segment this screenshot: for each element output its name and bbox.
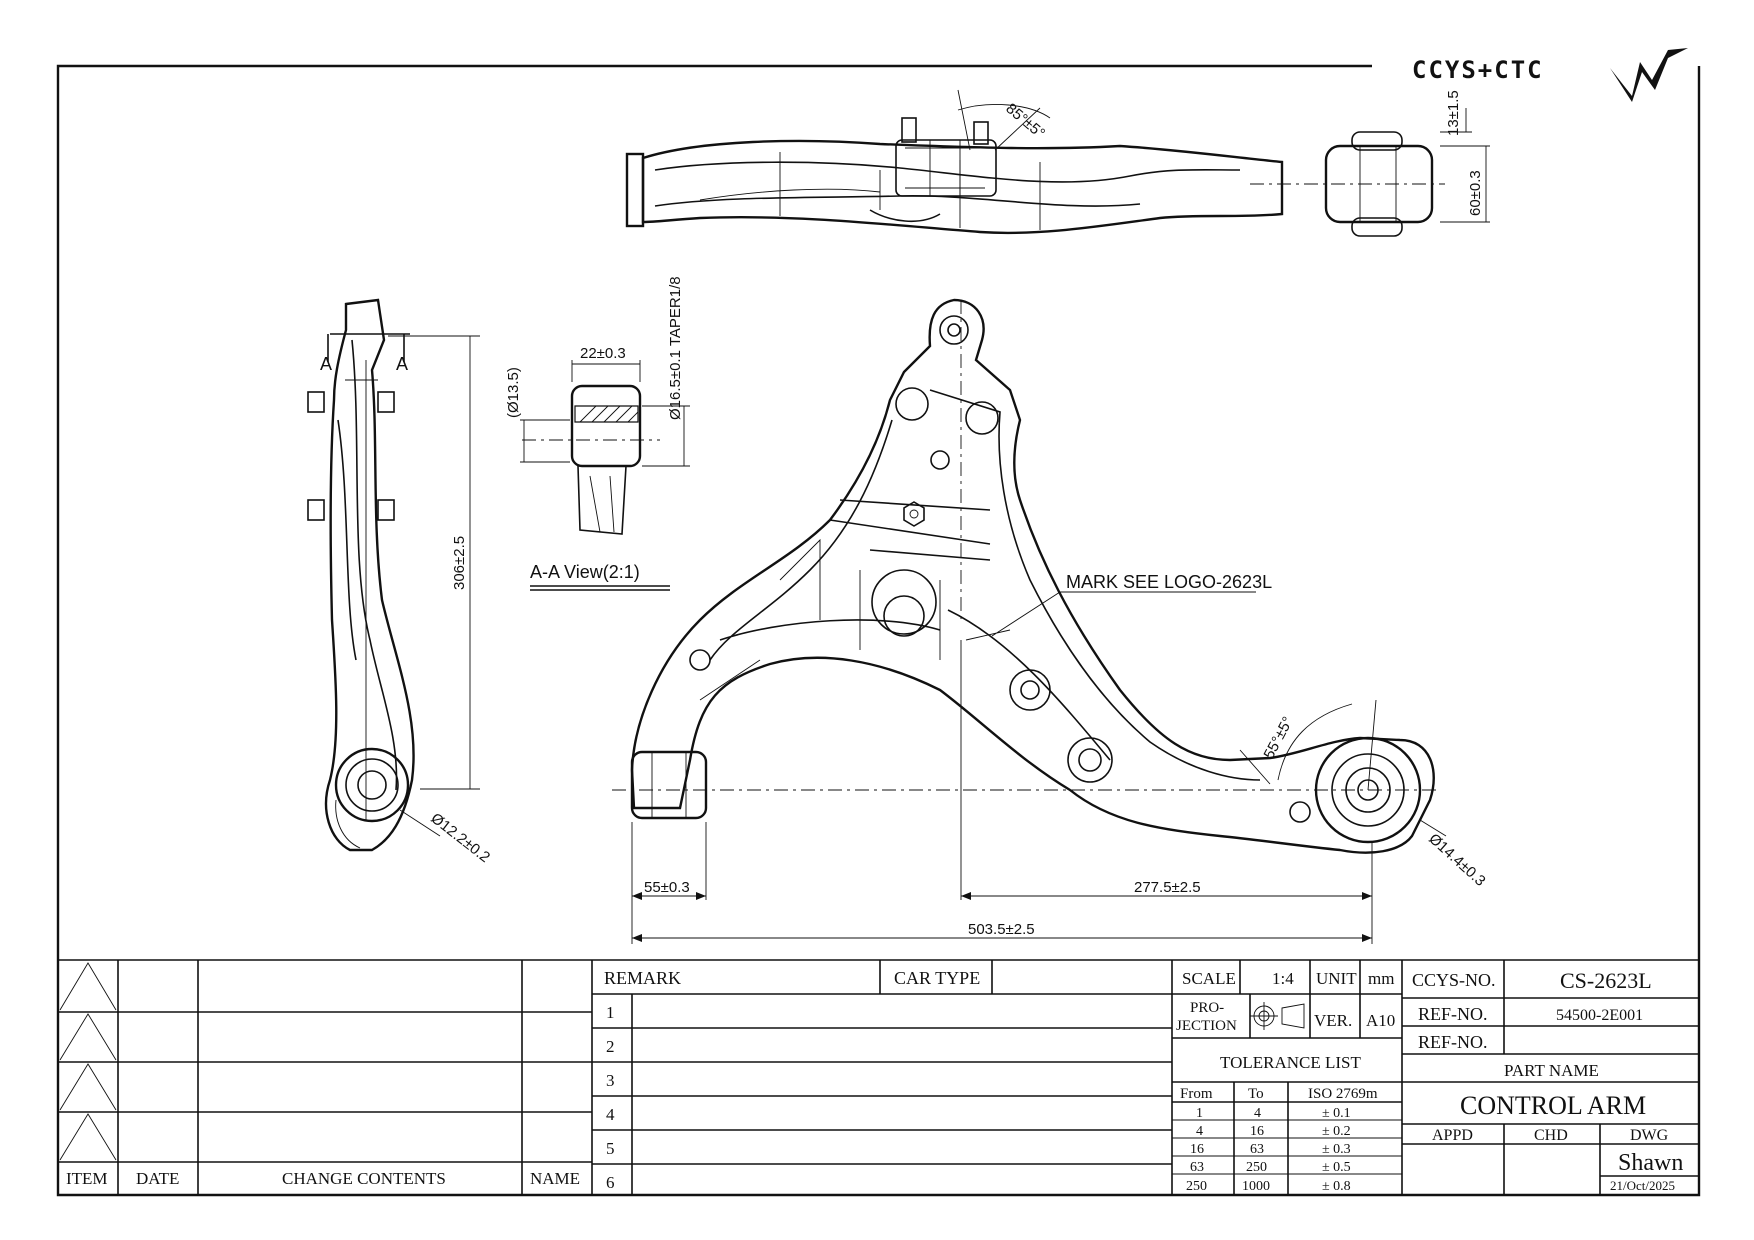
top-view: 85°±5° 13±1.5 60±0.3 [625,89,1490,237]
dim-total: 503.5±2.5 [968,921,1035,938]
projection-label-1: PRO- [1190,1000,1224,1016]
dwg-label: DWG [1630,1127,1669,1144]
remark-row-4: 4 [606,1105,615,1124]
mark-note: MARK SEE LOGO-2623L [1066,572,1272,592]
dim-left: 55±0.3 [644,879,690,896]
dim-section-taper: Ø16.5±0.1 TAPER1/8 [667,276,684,420]
section-view: 22±0.3 (Ø13.5) Ø16.5±0.1 TAPER1/8 A-A Vi… [505,276,690,591]
ref2-label: REF-NO. [1418,1032,1488,1052]
ref1-value: 54500-2E001 [1556,1007,1643,1024]
spec-block: SCALE 1:4 UNIT mm PRO- JECTION VER. A10 … [1172,960,1403,1195]
brand-logo-emblem [1610,48,1688,102]
dim-side-length: 306±2.5 [451,536,468,590]
dim-section-width: 22±0.3 [580,345,626,362]
remark-row-2: 2 [606,1037,615,1056]
tol-row-3-from: 16 [1190,1142,1204,1157]
ref1-label: REF-NO. [1418,1004,1488,1024]
drawing-date: 21/Oct/2025 [1610,1178,1675,1193]
rev-header-date: DATE [136,1169,179,1188]
dim-side-bore: Ø12.2±0.2 [428,810,494,866]
projection-label-2: JECTION [1176,1018,1237,1034]
drawer-name: Shawn [1618,1150,1683,1176]
remark-row-3: 3 [606,1071,615,1090]
tol-header-from: From [1180,1086,1213,1102]
dim-top-height-small: 13±1.5 [1445,90,1462,136]
remark-label: REMARK [604,968,681,988]
ccys-label: CCYS-NO. [1412,970,1496,990]
car-type-label: CAR TYPE [894,968,980,988]
scale-label: SCALE [1182,969,1236,988]
projection-symbol-icon [1250,1002,1305,1030]
remark-table: REMARK CAR TYPE 1 2 3 4 5 6 [592,960,1173,1195]
side-view: A A 306±2.5 Ø12.2±0.2 [307,298,494,866]
section-mark-left: A [320,354,332,374]
rev-header-change: CHANGE CONTENTS [282,1169,446,1188]
dim-section-inner: (Ø13.5) [505,367,522,418]
section-title: A-A View(2:1) [530,562,640,582]
main-view: MARK SEE LOGO-2623L 55°±5° Ø14.4±0.3 55±… [612,298,1489,944]
tol-header-to: To [1248,1086,1264,1102]
tolerance-title: TOLERANCE LIST [1220,1053,1361,1072]
drawing-frame [56,64,1701,1197]
tol-row-3-to: 63 [1250,1142,1264,1157]
appd-label: APPD [1432,1127,1473,1144]
tol-row-2-to: 16 [1250,1124,1264,1139]
ver-value: A10 [1366,1011,1395,1030]
tol-row-4-from: 63 [1190,1160,1204,1175]
title-block: CCYS-NO. CS-2623L REF-NO. 54500-2E001 RE… [1402,960,1699,1195]
section-mark-right: A [396,354,408,374]
tol-row-1-tol: ± 0.1 [1322,1106,1351,1121]
chd-label: CHD [1534,1127,1568,1144]
unit-value: mm [1368,969,1394,988]
tol-header-iso: ISO 2769m [1308,1086,1378,1102]
brand-logo: CCYS+CTC [1412,48,1688,102]
remark-row-5: 5 [606,1139,615,1158]
scale-value: 1:4 [1272,969,1294,988]
remark-row-6: 6 [606,1173,615,1192]
tol-row-3-tol: ± 0.3 [1322,1142,1351,1157]
dim-mid: 277.5±2.5 [1134,879,1201,896]
part-name-label: PART NAME [1504,1061,1599,1080]
rev-header-item: ITEM [66,1169,108,1188]
tol-row-2-tol: ± 0.2 [1322,1124,1351,1139]
tol-row-4-tol: ± 0.5 [1322,1160,1351,1175]
tol-row-5-from: 250 [1186,1179,1207,1194]
dim-top-angle: 85°±5° [1002,100,1048,142]
tol-row-5-tol: ± 0.8 [1322,1179,1351,1194]
part-name: CONTROL ARM [1460,1091,1646,1120]
tol-row-4-to: 250 [1246,1160,1267,1175]
revision-table: ITEM DATE CHANGE CONTENTS NAME [58,959,1699,1195]
tol-row-1-to: 4 [1254,1106,1261,1121]
rev-header-name: NAME [530,1169,580,1188]
dim-bushing-bore: Ø14.4±0.3 [1425,830,1488,889]
ver-label: VER. [1314,1011,1352,1030]
tol-row-5-to: 1000 [1242,1179,1270,1194]
remark-row-1: 1 [606,1003,615,1022]
ccys-value: CS-2623L [1560,968,1652,993]
unit-label: UNIT [1316,969,1357,988]
dim-top-height: 60±0.3 [1467,170,1484,216]
tol-row-2-from: 4 [1196,1124,1203,1139]
tol-row-1-from: 1 [1196,1106,1203,1121]
brand-logo-text: CCYS+CTC [1412,56,1544,84]
